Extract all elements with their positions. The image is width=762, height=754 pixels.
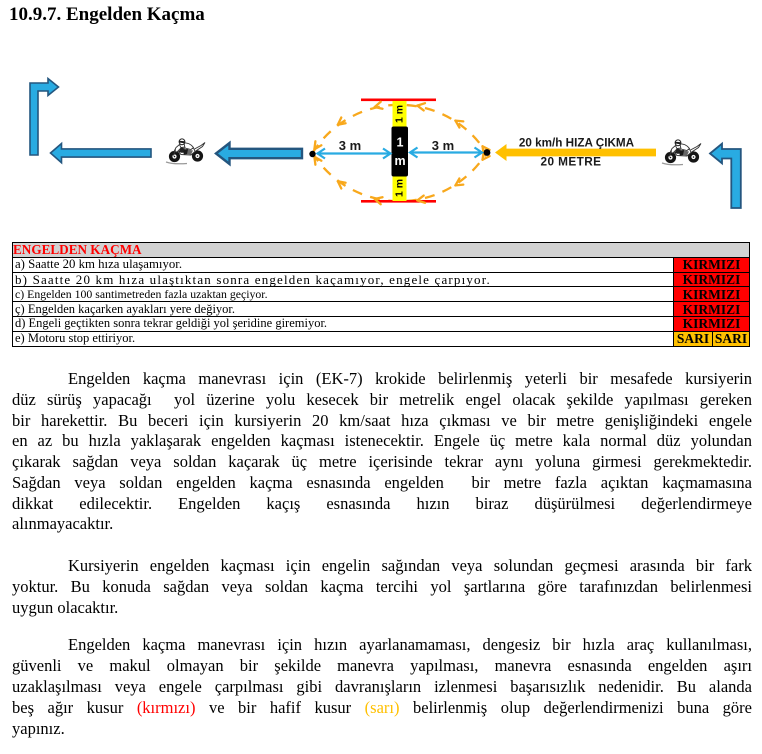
svg-text:20 METRE: 20 METRE (541, 155, 602, 169)
svg-text:1: 1 (397, 136, 404, 150)
svg-text:3 m: 3 m (339, 138, 361, 153)
svg-text:3 m: 3 m (432, 138, 454, 153)
svg-text:1 m: 1 m (394, 179, 406, 197)
svg-text:20 km/h HIZA ÇIKMA: 20 km/h HIZA ÇIKMA (519, 137, 635, 150)
svg-text:1 m: 1 m (394, 105, 406, 123)
svg-text:m: m (394, 154, 405, 168)
